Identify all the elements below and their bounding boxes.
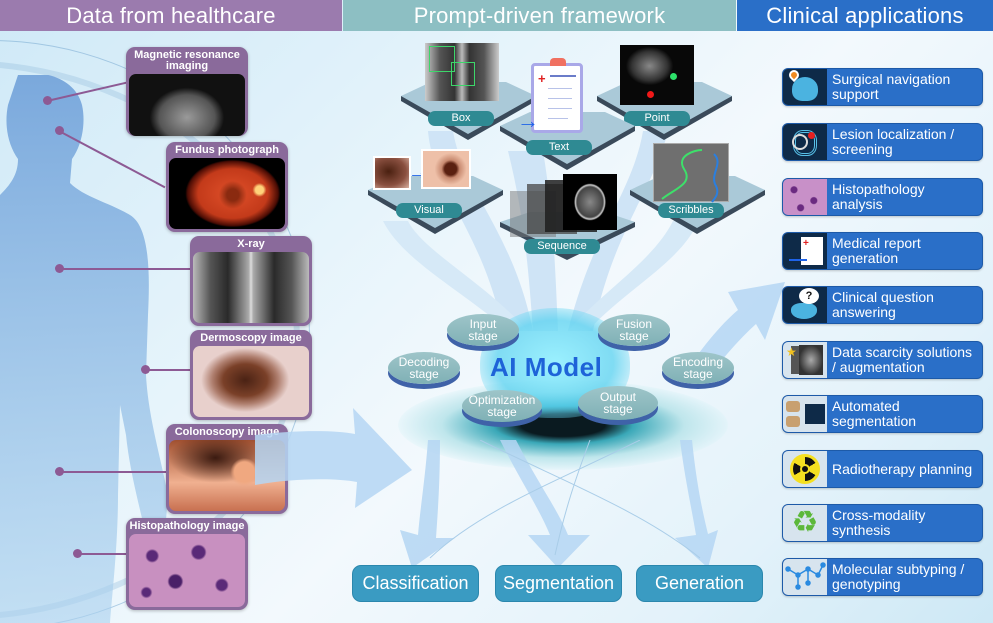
medical-cross-icon: + [538,71,546,86]
fundus-image [169,158,285,229]
ai-model-title: AI Model [490,352,603,382]
card-label: Magnetic resonance [134,49,240,61]
mri-image [129,74,245,136]
task-classification-button[interactable]: Classification [352,565,479,602]
prompt-label-text: Text [526,140,592,155]
header-data-from-healthcare: Data from healthcare [0,0,342,31]
visual-target-image [421,149,471,189]
augmentation-icon: ★ [783,342,827,378]
report-icon: + [783,233,827,269]
task-arrows [400,440,718,568]
human-silhouette-icon [0,75,168,623]
prompt-label-box: Box [428,111,494,126]
dermoscopy-image [193,346,309,417]
scribbles-prompt-image [653,143,729,203]
segmentation-icon [783,396,827,432]
point-marker-green-icon [670,73,677,80]
recycle-icon: ♻ [783,505,827,541]
card-dermoscopy: Dermoscopy image [190,330,312,420]
bounding-box-icon [429,46,455,72]
anatomy-dot [72,548,82,558]
radiation-icon [783,451,827,487]
card-label: imaging [165,60,209,72]
card-histopathology: Histopathology image [126,518,248,610]
scribble-lines-icon [661,149,719,203]
point-prompt-image [620,45,694,105]
app-lesion-localization[interactable]: Lesion localization /screening [782,123,983,161]
box-prompt-image [425,43,499,101]
chest-magnifier-icon [783,124,827,160]
point-marker-red-icon [647,91,654,98]
app-radiotherapy-planning[interactable]: Radiotherapy planning [782,450,983,488]
flow-arrow-icon [255,408,412,508]
anatomy-dot [54,466,64,476]
app-data-scarcity-augmentation[interactable]: ★ Data scarcity solutions/ augmentation [782,341,983,379]
card-xray: X-ray [190,236,312,326]
prompt-label-sequence: Sequence [524,239,600,254]
connector-line [77,553,127,555]
connector-line [59,268,192,270]
arrow-right-icon: → [517,108,539,133]
connector-line [145,369,192,371]
task-segmentation-button[interactable]: Segmentation [495,565,622,602]
xray-image [193,252,309,323]
histopathology-image [129,534,245,607]
anatomy-dot [42,95,52,105]
bounding-box-icon [451,62,475,86]
skull-pin-icon [783,69,827,105]
card-label: Histopathology image [129,520,245,532]
histology-icon [783,179,827,215]
prompt-label-point: Point [624,111,690,126]
visual-example-image [373,156,411,190]
anatomy-dot [54,125,64,135]
molecule-icon [783,559,827,595]
card-fundus: Fundus photograph [166,142,288,232]
card-label: Fundus photograph [175,144,279,156]
brain-mri-image [563,174,617,230]
question-pelvis-icon: ? [783,287,827,323]
card-label: Colonoscopy image [174,426,280,438]
header-prompt-driven-framework: Prompt-driven framework [343,0,736,31]
connector-line [59,471,169,473]
prompt-label-visual: Visual [396,203,462,218]
header-clinical-applications: Clinical applications [737,0,993,31]
prompt-label-scribbles: Scribbles [658,203,724,218]
app-molecular-subtyping[interactable]: Molecular subtyping /genotyping [782,558,983,596]
anatomy-dot [54,263,64,273]
card-label: X-ray [237,238,265,250]
anatomy-dot [140,364,150,374]
task-generation-button[interactable]: Generation [636,565,763,602]
clipboard-icon: + [531,58,583,133]
card-label: Dermoscopy image [200,332,302,344]
